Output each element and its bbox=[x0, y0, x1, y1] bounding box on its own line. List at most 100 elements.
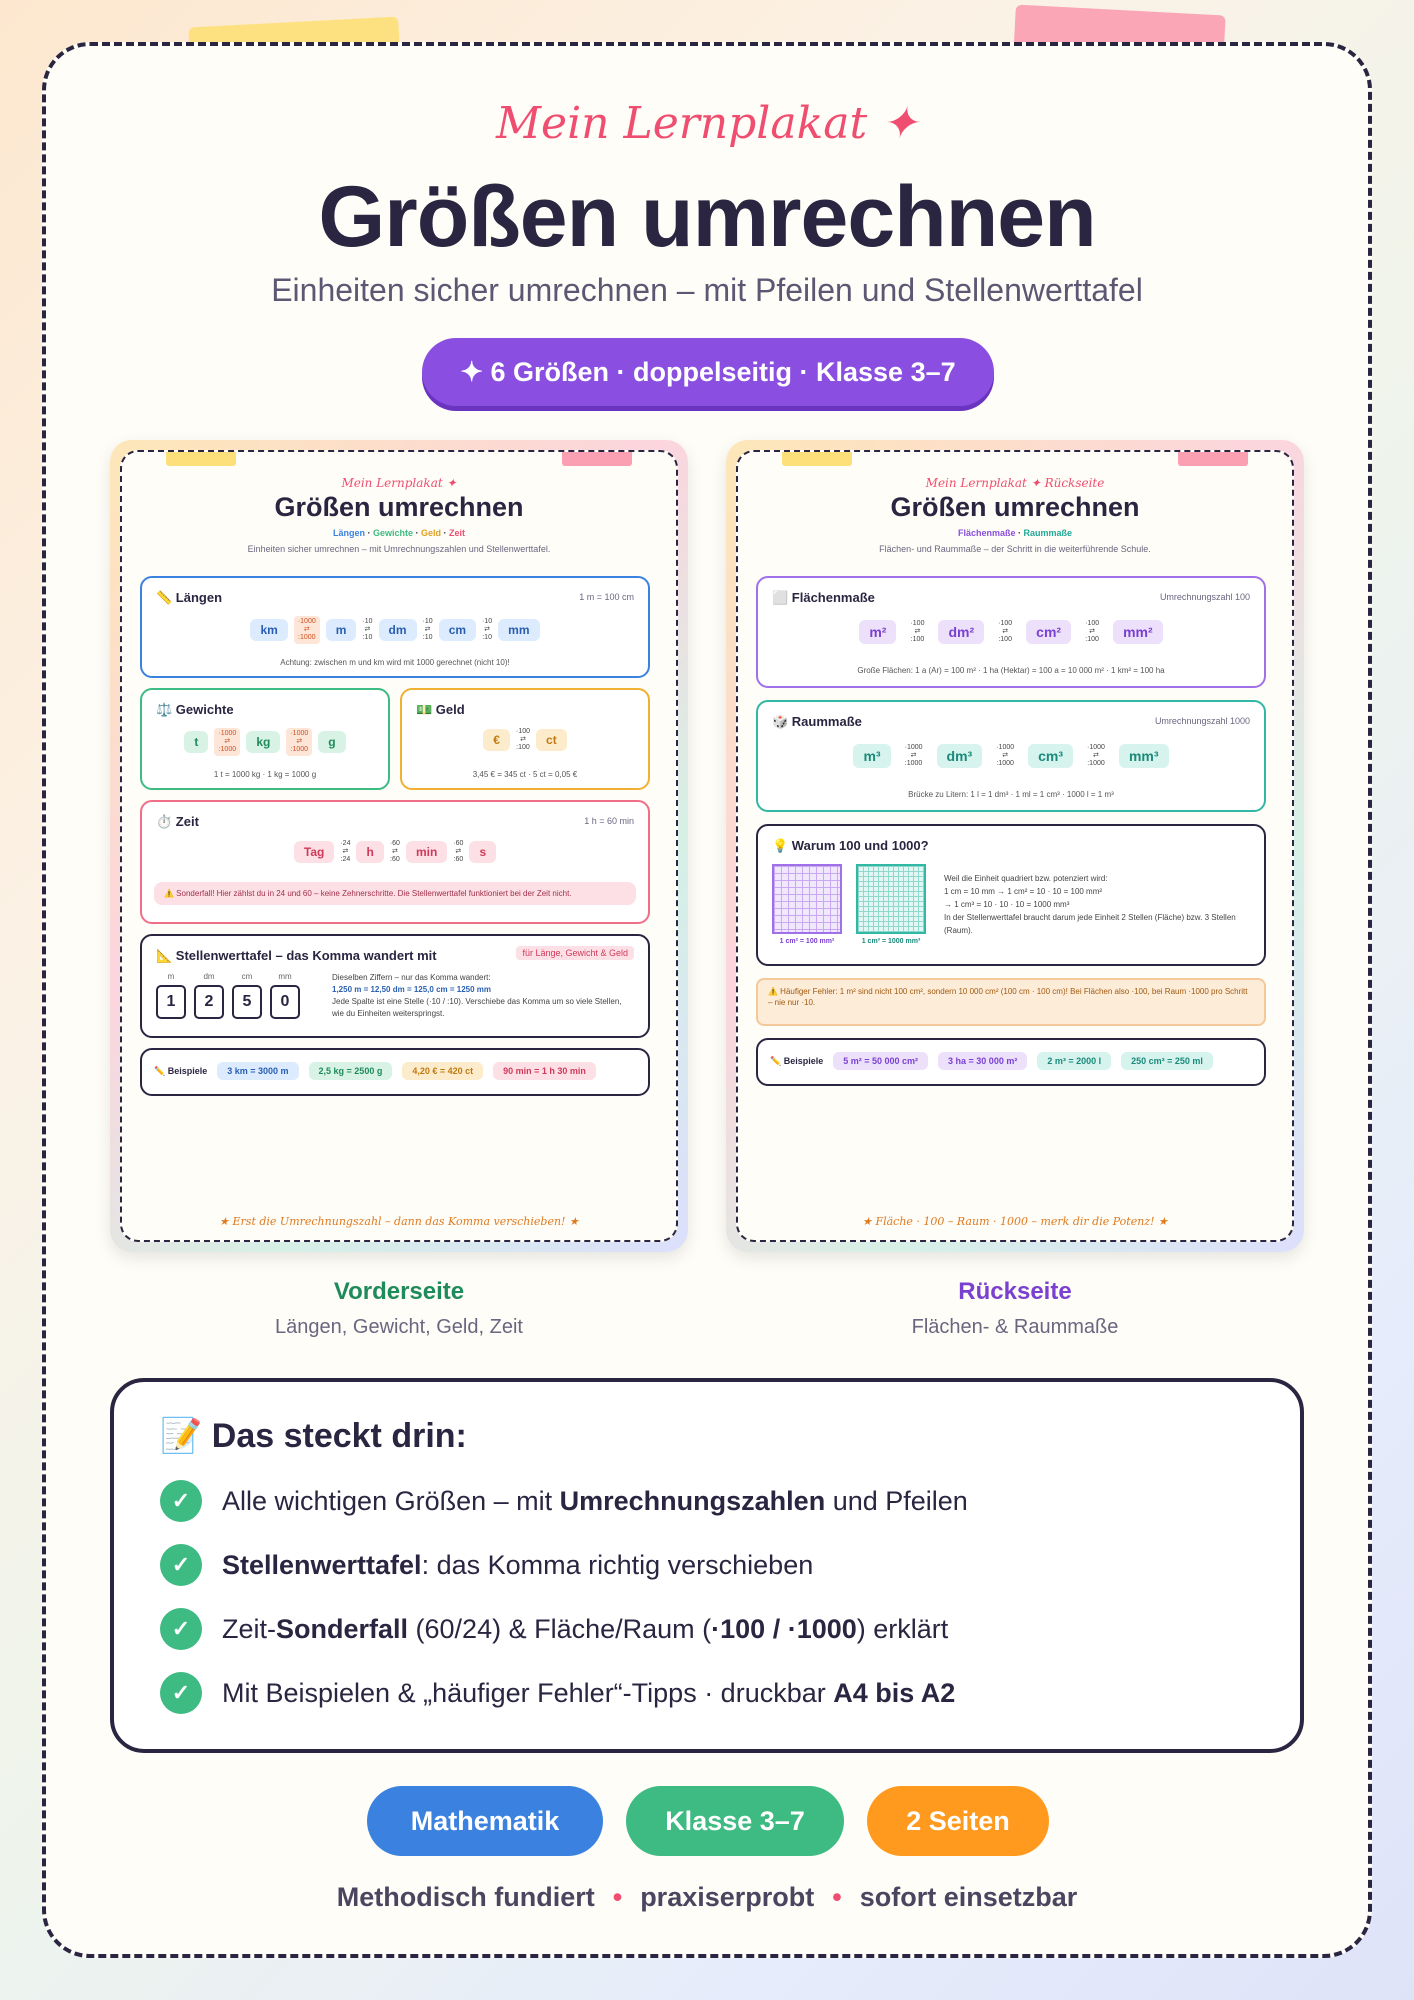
example-chip: 5 m² = 50 000 cm² bbox=[833, 1052, 929, 1070]
tag: Zeit bbox=[449, 528, 466, 538]
unit: mm bbox=[498, 619, 540, 641]
list-item: ✓ Alle wichtigen Größen – mit Umrechnung… bbox=[160, 1480, 968, 1522]
example-chip: 3 ha = 30 000 m² bbox=[938, 1052, 1028, 1070]
box-rule: Umrechnungszahl 1000 bbox=[1154, 716, 1250, 726]
unit: h bbox=[356, 841, 384, 863]
unit: t bbox=[184, 731, 209, 753]
example-row: ✏️ Beispiele 3 km = 3000 m 2,5 kg = 2500… bbox=[154, 1062, 596, 1080]
factor: ·100⇄:100 bbox=[1085, 620, 1100, 643]
unit: cm² bbox=[1026, 620, 1072, 644]
back-tags: Flächenmaße · Raummaße bbox=[957, 528, 1073, 538]
claim: praxiserprobt bbox=[640, 1882, 815, 1912]
mini-tape bbox=[166, 452, 236, 466]
example-chip: 3 km = 3000 m bbox=[217, 1062, 299, 1080]
unit-row: m³ ·1000⇄:1000 dm³ ·1000⇄:1000 cm³ ·1000… bbox=[758, 744, 1264, 768]
factor: ·100⇄:100 bbox=[910, 620, 925, 643]
box-note: Brücke zu Litern: 1 l = 1 dm³ · 1 ml = 1… bbox=[908, 790, 1114, 799]
unit: cm bbox=[438, 619, 477, 641]
front-preview[interactable]: Mein Lernplakat ✦ Größen umrechnen Länge… bbox=[110, 440, 688, 1252]
unit: cm³ bbox=[1028, 744, 1074, 768]
front-caption: Vorderseite Längen, Gewicht, Geld, Zeit bbox=[110, 1278, 688, 1339]
factor: ·10⇄:10 bbox=[362, 618, 373, 641]
factor: ·100⇄:100 bbox=[515, 728, 531, 751]
tag-subject: Mathematik bbox=[367, 1786, 603, 1856]
tag: Geld bbox=[421, 528, 442, 538]
back-caption-sub: Flächen- & Raummaße bbox=[911, 1316, 1119, 1338]
unit: ct bbox=[536, 729, 567, 751]
claim: sofort einsetzbar bbox=[859, 1882, 1078, 1912]
front-desc: Einheiten sicher umrechnen – mit Umrechn… bbox=[247, 544, 551, 554]
box-title: ⏱️ Zeit bbox=[156, 814, 199, 829]
list-item: ✓ Stellenwerttafel: das Komma richtig ve… bbox=[160, 1544, 813, 1586]
unit: mm³ bbox=[1118, 744, 1169, 768]
tag-pages: 2 Seiten bbox=[867, 1786, 1049, 1856]
example-chip: 4,20 € = 420 ct bbox=[402, 1062, 484, 1080]
unit-row: Tag ·24⇄:24 h ·60⇄:60 min ·60⇄:60 s bbox=[142, 840, 648, 864]
geld-box: 💵 Geld € ·100⇄:100 ct 3,45 € = 345 ct · … bbox=[400, 688, 650, 790]
box-title: ⚖️ Gewichte bbox=[156, 702, 234, 717]
unit: s bbox=[469, 841, 497, 863]
factor: ·10⇄:10 bbox=[422, 618, 433, 641]
box-title: 📏 Längen bbox=[156, 590, 223, 605]
zeit-box: ⏱️ Zeit 1 h = 60 min Tag ·24⇄:24 h ·60⇄:… bbox=[140, 800, 650, 924]
laengen-box: 📏 Längen 1 m = 100 cm km ·1000⇄:1000 m ·… bbox=[140, 576, 650, 678]
gewichte-box: ⚖️ Gewichte t ·1000⇄:1000 kg ·1000⇄:1000… bbox=[140, 688, 390, 790]
unit: dm bbox=[378, 619, 417, 641]
unit-row: km ·1000⇄:1000 m ·10⇄:10 dm ·10⇄:10 cm ·… bbox=[142, 616, 648, 644]
tag: Gewichte bbox=[372, 528, 413, 538]
tag: Flächenmaße bbox=[957, 528, 1016, 538]
unit: m² bbox=[859, 620, 897, 644]
claim: Methodisch fundiert bbox=[336, 1882, 595, 1912]
unit: m bbox=[325, 619, 357, 641]
box-note: 3,45 € = 345 ct · 5 ct = 0,05 € bbox=[472, 770, 578, 779]
unit: Tag bbox=[293, 841, 335, 863]
unit: dm³ bbox=[936, 744, 983, 768]
factor: ·1000⇄:1000 bbox=[214, 728, 241, 756]
check-icon: ✓ bbox=[160, 1672, 202, 1714]
front-caption-sub: Längen, Gewicht, Geld, Zeit bbox=[275, 1316, 523, 1338]
back-warning: ⚠️ Häufiger Fehler: 1 m² sind nicht 100 … bbox=[756, 978, 1266, 1026]
box-rule: 1 h = 60 min bbox=[584, 816, 634, 826]
box-title: 💡 Warum 100 und 1000? bbox=[772, 838, 929, 853]
front-kicker: Mein Lernplakat ✦ bbox=[341, 476, 457, 490]
unit: m³ bbox=[853, 744, 891, 768]
back-sheet: Mein Lernplakat ✦ Rückseite Größen umrec… bbox=[736, 450, 1294, 1242]
unit: kg bbox=[246, 731, 281, 753]
back-preview[interactable]: Mein Lernplakat ✦ Rückseite Größen umrec… bbox=[726, 440, 1304, 1252]
warum-text: Weil die Einheit quadriert bzw. potenzie… bbox=[944, 874, 1236, 935]
mini-tape bbox=[562, 452, 632, 466]
back-kicker: Mein Lernplakat ✦ Rückseite bbox=[925, 476, 1105, 490]
factor: ·1000⇄:1000 bbox=[286, 728, 313, 756]
kicker: Mein Lernplakat ✦ bbox=[495, 98, 919, 149]
back-title: Größen umrechnen bbox=[890, 492, 1140, 522]
back-examples: ✏️ Beispiele 5 m² = 50 000 cm² 3 ha = 30… bbox=[756, 1038, 1266, 1086]
front-tags: Längen · Gewichte · Geld · Zeit bbox=[332, 528, 466, 538]
back-caption-title: Rückseite bbox=[958, 1278, 1072, 1305]
unit: dm² bbox=[938, 620, 985, 644]
list-item: ✓ Mit Beispielen & „häufiger Fehler“-Tip… bbox=[160, 1672, 955, 1714]
front-sheet: Mein Lernplakat ✦ Größen umrechnen Länge… bbox=[120, 450, 678, 1242]
example-chip: 2 m³ = 2000 l bbox=[1037, 1052, 1112, 1070]
unit: mm² bbox=[1113, 620, 1163, 644]
factor: ·24⇄:24 bbox=[340, 840, 351, 863]
factor: ·60⇄:60 bbox=[389, 840, 400, 863]
check-icon: ✓ bbox=[160, 1608, 202, 1650]
front-footer: ★ Erst die Umrechnungszahl – dann das Ko… bbox=[219, 1215, 579, 1228]
factor: ·1000⇄:1000 bbox=[293, 616, 320, 644]
content-title: 📝 Das steckt drin: bbox=[160, 1417, 467, 1455]
box-rule: Umrechnungszahl 100 bbox=[1159, 592, 1250, 602]
box-badge: für Länge, Gewicht & Geld bbox=[516, 946, 634, 960]
stellen-box: 📐 Stellenwerttafel – das Komma wandert m… bbox=[140, 934, 650, 1038]
page-subtitle: Einheiten sicher umrechnen – mit Pfeilen… bbox=[271, 272, 1143, 308]
warum-box: 💡 Warum 100 und 1000? 1 cm² = 100 mm² 1 … bbox=[756, 824, 1266, 966]
flaeche-box: ⬜ Flächenmaße Umrechnungszahl 100 m² ·10… bbox=[756, 576, 1266, 688]
factor: ·100⇄:100 bbox=[998, 620, 1013, 643]
box-note: Große Flächen: 1 a (Ar) = 100 m² · 1 ha … bbox=[857, 666, 1165, 675]
box-rule: 1 m = 100 cm bbox=[579, 592, 634, 602]
factor: ·1000⇄:1000 bbox=[904, 744, 923, 767]
front-title: Größen umrechnen bbox=[274, 492, 524, 522]
content-box: 📝 Das steckt drin: ✓ Alle wichtigen Größ… bbox=[110, 1378, 1304, 1753]
